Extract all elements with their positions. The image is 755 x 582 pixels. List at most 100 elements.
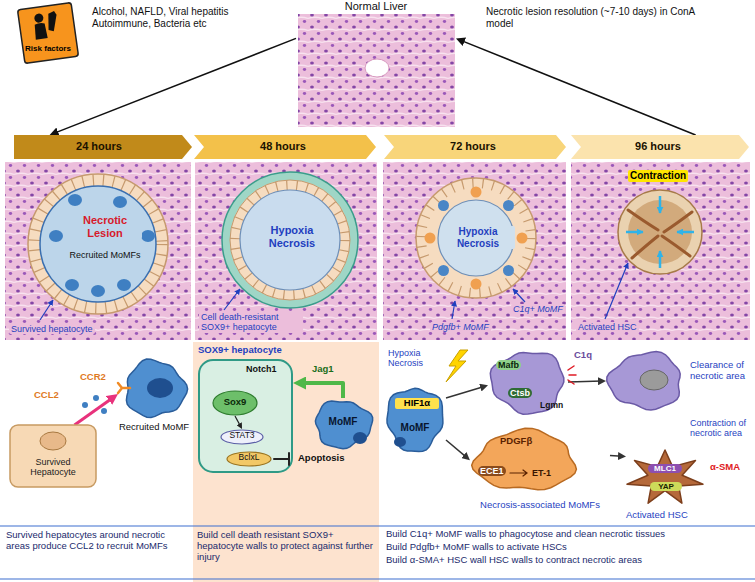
macrophage-cell: Recruited MoMF: [118, 358, 190, 448]
oval-outline: [221, 430, 263, 444]
sox9-ring: [222, 172, 358, 308]
node-text: Survived Hepatocyte: [13, 457, 93, 478]
cell-outline: [199, 360, 292, 472]
text-label: CCL2: [34, 390, 59, 401]
ccl2-dot: [82, 402, 88, 408]
momf-cell: [117, 279, 131, 291]
cell-body: [607, 352, 680, 410]
node-text: Contraction: [628, 170, 688, 182]
timeline-arrow: 24 hours: [14, 135, 192, 159]
node-text: PDGFβ: [500, 436, 532, 447]
node-outline: [16, 2, 80, 64]
pdgfb-momf: [517, 233, 528, 244]
node-text: Contraction of necrotic area: [690, 418, 748, 439]
node-text: ECE1: [478, 466, 506, 476]
cell-detail: [510, 470, 527, 476]
contraction-arrow: [659, 196, 662, 213]
momf-cell: [91, 285, 105, 297]
node-outline: [384, 384, 446, 454]
node-text: YAP: [650, 482, 682, 491]
node-text: Clearance of necrotic area: [690, 360, 748, 382]
contracted-lesion: [618, 190, 702, 274]
node-text: ET-1: [532, 468, 551, 478]
histology-panel: [571, 162, 750, 340]
node-text: HIF1α: [395, 398, 439, 409]
hepatocyte-ring: [416, 178, 536, 298]
momf-cell: [113, 196, 127, 208]
momf-cell: [68, 194, 82, 206]
text-label: Build Pdgfb+ MoMF walls to activate HSCs: [386, 542, 752, 553]
chevron-arrow: [384, 135, 566, 159]
histology-panel: [5, 162, 191, 340]
node-text: α-SMA: [710, 462, 740, 473]
macrophage-cell: MoMF: [312, 398, 374, 450]
arrow-connector: [460, 40, 695, 135]
node-text: Ctsb: [508, 388, 532, 398]
node-text: MoMF: [312, 416, 374, 428]
node-text: Necrosis-associated MoMFs: [470, 500, 610, 511]
histology-panel: Necrotic LesionRecruited MoMFsSurvived h…: [5, 162, 191, 340]
momf-cell: [65, 279, 79, 291]
figure-head: [34, 13, 44, 23]
pdgfb-momf: [425, 233, 436, 244]
divider-line: [0, 578, 755, 579]
highlight-column: [193, 342, 379, 582]
node-outline: [606, 346, 750, 416]
cell-body: [387, 388, 443, 451]
node-text: Activated HSC: [626, 510, 716, 521]
node-text: 96 hours: [575, 140, 741, 153]
nucleus-oval: Sox9: [212, 390, 258, 416]
text-label: Lgmn: [540, 401, 563, 411]
histology-panel: ContractionActivated HSC: [571, 162, 750, 340]
cell-detail: [274, 453, 289, 465]
text-label: Build cell death resistant SOX9+ hepatoc…: [197, 530, 375, 563]
pdgfb-momf: [471, 279, 482, 290]
leader-line: [605, 263, 628, 319]
histology-panel: [195, 162, 377, 340]
protein-oval: STAT3: [220, 429, 264, 445]
leader-line: [40, 300, 53, 320]
cell-detail: [568, 366, 576, 384]
cell-nucleus: [394, 437, 406, 447]
histology-panel: Hypoxia NecrosisC1q+ MoMF Pdgfb+ MoMF: [383, 162, 566, 340]
momf-cell: [49, 230, 63, 242]
arrow-connector: [235, 416, 241, 426]
node-text: Necrotic Lesion: [68, 214, 142, 239]
momf-cell: [141, 230, 155, 242]
arrow-connector: [568, 380, 602, 382]
node-text: Pdgfb+ MoMF: [430, 322, 491, 332]
hypoxic-core: [240, 190, 340, 290]
cell-body: [472, 428, 577, 489]
cell-body: [490, 353, 564, 415]
risk-factor-sign: Risk factors: [16, 2, 80, 64]
hypoxic-core: [438, 200, 514, 276]
hepatocyte-cell: SOX9+ hepatocyteSox9STAT3BclxL: [198, 345, 293, 473]
cell-nucleus: [40, 432, 66, 450]
text-label: CCR2: [80, 372, 106, 383]
timeline-arrow: 72 hours: [384, 135, 566, 159]
necrotic-core: [40, 186, 156, 302]
cell-borders: [34, 180, 162, 308]
stellate-cell: Contraction of necrotic areaα-SMAMLC1YAP…: [626, 418, 750, 522]
text-label: Build α-SMA+ HSC wall HSC walls to contr…: [386, 555, 752, 566]
node-text: Survived hepatocyte: [9, 324, 95, 334]
liver-image: Normal Liver: [296, 0, 456, 128]
histology-panel: [383, 162, 566, 340]
sign-plate: [18, 3, 79, 64]
hepatocyte-cell: Survived Hepatocyte: [10, 425, 96, 487]
node-text: C1q+ MoMF: [511, 304, 565, 314]
divider-line: [0, 525, 755, 526]
node-text: Mafb: [496, 360, 521, 370]
node-text: Hypoxia Necrosis: [441, 226, 515, 249]
node-text: 48 hours: [198, 140, 368, 153]
macrophage-cell: PDGFβECE1 ET-1Necrosis-associated MoMFs: [470, 428, 610, 520]
bottle-icon: [46, 11, 59, 32]
node-text: Recruited MoMFs: [63, 250, 147, 260]
text-label: Notch1: [246, 364, 277, 374]
chevron-arrow: [14, 135, 192, 159]
c1q-momf: [438, 200, 449, 211]
node-text: BclxL: [226, 453, 272, 463]
cell-borders: [421, 183, 531, 293]
hepatocyte-fill: [199, 360, 292, 472]
